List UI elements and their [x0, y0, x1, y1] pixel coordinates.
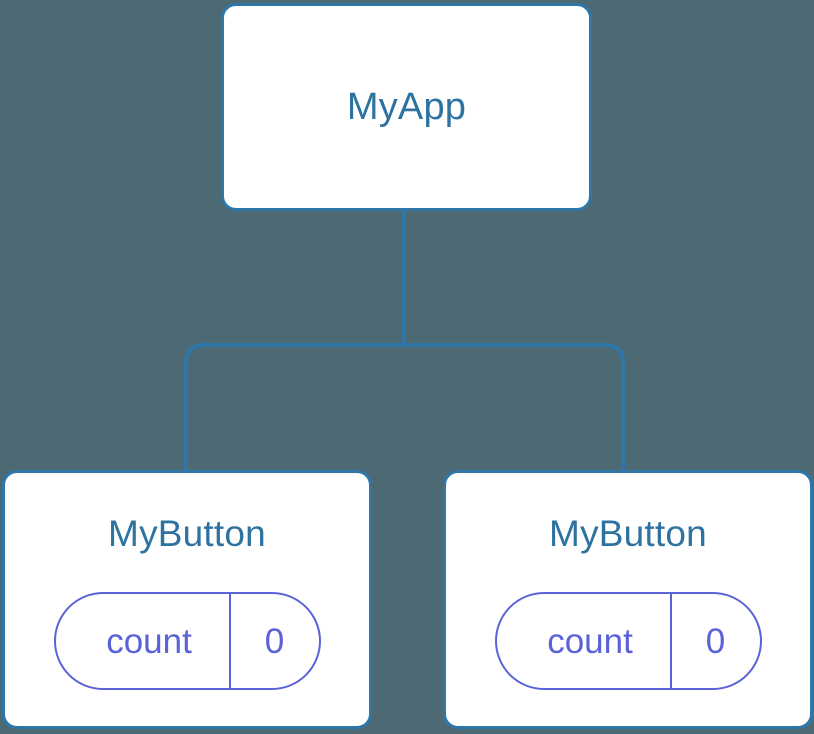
state-pill[interactable]: count 0: [494, 592, 762, 690]
connector-branch-left: [184, 343, 405, 472]
state-pill-value: 0: [669, 594, 760, 688]
component-node-title: MyApp: [346, 86, 467, 128]
state-pill[interactable]: count 0: [53, 592, 321, 690]
state-pill-value: 0: [228, 594, 319, 688]
component-node-title: MyButton: [108, 513, 266, 554]
state-pill-key: count: [547, 621, 633, 661]
component-node-mybutton-left[interactable]: MyButton count 0: [2, 470, 372, 729]
state-pill-key: count: [106, 621, 192, 661]
component-node-myapp[interactable]: MyApp: [221, 3, 592, 211]
component-node-mybutton-right[interactable]: MyButton count 0: [443, 470, 813, 729]
component-node-title: MyButton: [549, 513, 707, 554]
connector-branch-right: [403, 343, 625, 472]
